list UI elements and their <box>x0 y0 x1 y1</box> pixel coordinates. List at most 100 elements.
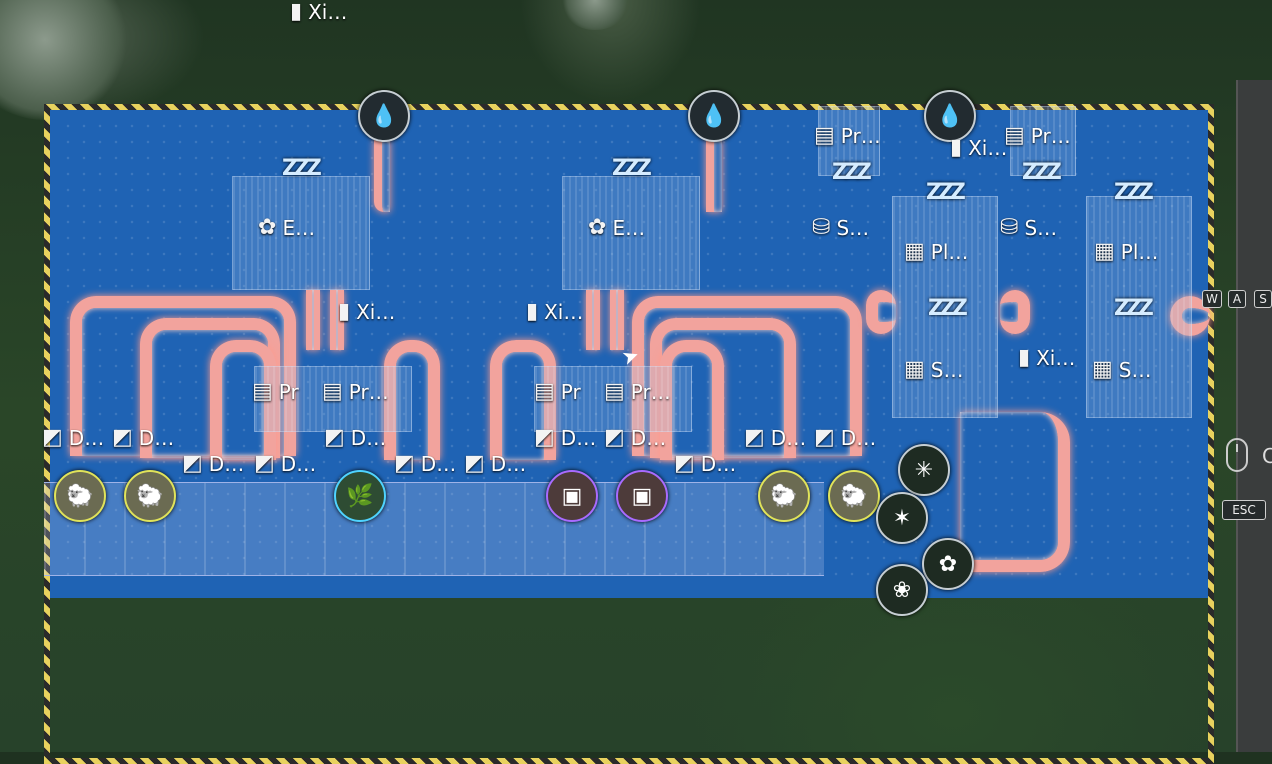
pipe <box>866 290 896 334</box>
water-drop-icon[interactable]: 💧 <box>688 90 740 142</box>
sheep-icon[interactable]: 🐑 <box>828 470 880 522</box>
silo-icon: ▦ <box>904 357 925 382</box>
conveyor-belt[interactable] <box>44 482 824 576</box>
planter-icon: ▦ <box>904 239 925 264</box>
producer-label[interactable]: ▤Pr… <box>604 379 671 404</box>
dispatcher-label[interactable]: ◩D… <box>394 451 457 476</box>
energy-machine[interactable] <box>562 176 700 290</box>
pipe <box>306 290 320 350</box>
fan-icon: ✿ <box>588 215 607 240</box>
sheep-icon[interactable]: 🐑 <box>124 470 176 522</box>
sheep-icon[interactable]: 🐑 <box>758 470 810 522</box>
producer-label[interactable]: ▤Pr <box>534 379 581 404</box>
dispatcher-label[interactable]: ◩D… <box>534 425 597 450</box>
xi-label[interactable]: ▮Xi… <box>290 0 348 24</box>
pipe <box>660 340 724 460</box>
dispatcher-label[interactable]: ◩D… <box>464 451 527 476</box>
plant-icon[interactable]: ✿ <box>922 538 974 590</box>
silo-icon: ⛁ <box>1000 215 1019 240</box>
road <box>1236 80 1272 752</box>
lamp-tower-icon: ▮ <box>1018 345 1031 370</box>
key-s: S <box>1254 290 1272 308</box>
dispatch-icon: ◩ <box>674 451 695 476</box>
lamp-tower-icon: ▮ <box>950 135 963 160</box>
planter-icon: ▦ <box>1094 239 1115 264</box>
sleep-indicator: ZZZ <box>832 160 872 185</box>
dispatch-icon: ◩ <box>464 451 485 476</box>
producer-machine[interactable] <box>818 106 880 176</box>
xi-label[interactable]: ▮Xi… <box>526 299 584 324</box>
document-machine-icon: ▤ <box>534 379 555 404</box>
storage-machine[interactable] <box>1086 196 1192 418</box>
xi-label[interactable]: ▮Xi… <box>338 299 396 324</box>
sleep-indicator: ZZZ <box>926 180 966 205</box>
pipe <box>610 290 624 350</box>
sleep-indicator: ZZZ <box>928 296 968 321</box>
dispatcher-label[interactable]: ◩D… <box>744 425 807 450</box>
document-machine-icon: ▤ <box>322 379 343 404</box>
sleep-indicator: ZZZ <box>1022 160 1062 185</box>
dispatch-icon: ◩ <box>534 425 555 450</box>
dispatch-icon: ◩ <box>254 451 275 476</box>
dispatcher-label[interactable]: ◩D… <box>112 425 175 450</box>
water-drop-icon[interactable]: 💧 <box>924 90 976 142</box>
lamp-tower-icon: ▮ <box>290 0 303 24</box>
dispatch-icon: ◩ <box>604 425 625 450</box>
energy-label[interactable]: ✿E… <box>258 215 316 240</box>
dispatch-icon: ◩ <box>42 425 63 450</box>
pipe <box>374 140 390 212</box>
plant-icon[interactable]: ❀ <box>876 564 928 616</box>
producer-machine[interactable] <box>534 366 692 432</box>
dispatcher-label[interactable]: ◩D… <box>254 451 317 476</box>
dispatch-icon: ◩ <box>182 451 203 476</box>
sleep-indicator: ZZZ <box>1114 180 1154 205</box>
plant-icon[interactable]: ✶ <box>876 492 928 544</box>
dispatcher-label[interactable]: ◩D… <box>324 425 387 450</box>
storage-label[interactable]: ⛁S… <box>812 215 870 240</box>
xi-label[interactable]: ▮Xi… <box>1018 345 1076 370</box>
producer-machine[interactable] <box>254 366 412 432</box>
dispatcher-label[interactable]: ◩D… <box>182 451 245 476</box>
storage-label[interactable]: ▦S… <box>904 357 964 382</box>
sheep-icon[interactable]: 🐑 <box>54 470 106 522</box>
zone-border <box>44 104 1214 764</box>
planter-label[interactable]: ▦Pl… <box>1094 239 1159 264</box>
dispatch-icon: ◩ <box>394 451 415 476</box>
planter-label[interactable]: ▦Pl… <box>904 239 969 264</box>
storage-machine[interactable] <box>892 196 998 418</box>
dispatch-icon: ◩ <box>744 425 765 450</box>
pipe <box>1170 296 1210 336</box>
plant-icon[interactable]: 🌿 <box>334 470 386 522</box>
pipe <box>586 290 600 350</box>
lamp-tower-icon: ▮ <box>526 299 539 324</box>
silo-icon: ⛁ <box>812 215 831 240</box>
pipe <box>330 290 344 350</box>
producer-label[interactable]: ▤Pr… <box>814 123 881 148</box>
key-w: W <box>1202 290 1222 308</box>
dispatcher-label[interactable]: ◩D… <box>604 425 667 450</box>
energy-label[interactable]: ✿E… <box>588 215 646 240</box>
key-esc: ESC <box>1222 500 1266 520</box>
water-drop-icon[interactable]: 💧 <box>358 90 410 142</box>
pipe <box>1000 290 1030 334</box>
pipe <box>632 296 862 456</box>
pipe <box>210 340 276 460</box>
xi-label[interactable]: ▮Xi… <box>950 135 1008 160</box>
producer-label[interactable]: ▤Pr… <box>322 379 389 404</box>
producer-machine[interactable] <box>1010 106 1076 176</box>
energy-machine[interactable] <box>232 176 370 290</box>
producer-label[interactable]: ▤Pr <box>252 379 299 404</box>
pipe <box>490 340 556 460</box>
crate-icon[interactable]: ▣ <box>546 470 598 522</box>
mouse-hint-label: C <box>1262 444 1272 468</box>
storage-label[interactable]: ⛁S… <box>1000 215 1058 240</box>
dispatch-icon: ◩ <box>324 425 345 450</box>
dispatcher-label[interactable]: ◩D… <box>814 425 877 450</box>
plant-icon[interactable]: ✳ <box>898 444 950 496</box>
storage-label[interactable]: ▦S… <box>1092 357 1152 382</box>
producer-label[interactable]: ▤Pr… <box>1004 123 1071 148</box>
silo-icon: ▦ <box>1092 357 1113 382</box>
crate-icon[interactable]: ▣ <box>616 470 668 522</box>
dispatcher-label[interactable]: ◩D… <box>42 425 105 450</box>
dispatcher-label[interactable]: ◩D… <box>674 451 737 476</box>
